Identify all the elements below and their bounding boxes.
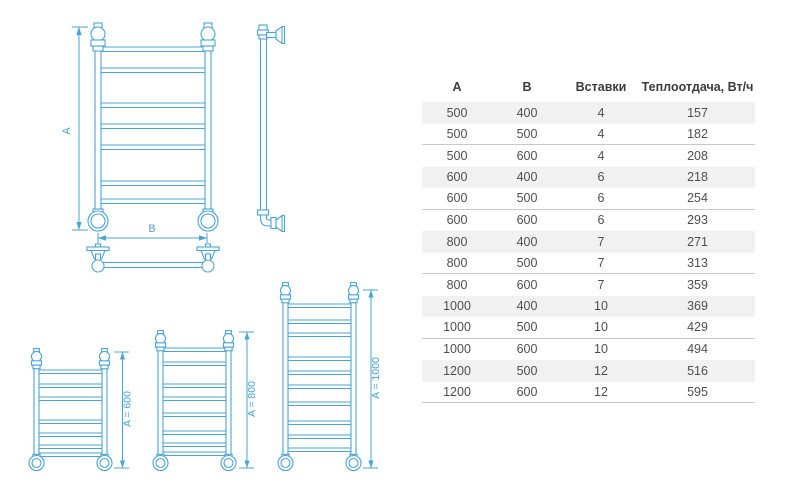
spec-table: А В Вставки Теплоотдача, Вт/ч 500 400 4 157… <box>422 72 755 403</box>
table-cell: 10 <box>594 342 608 357</box>
table-cell: 600 <box>516 277 538 292</box>
front-view-drawing <box>87 22 219 232</box>
table-cell: 800 <box>446 277 468 292</box>
table-row: 1000 600 10 494 <box>422 339 755 361</box>
column-header-heat-output: Теплоотдача, Вт/ч <box>641 80 754 94</box>
table-row: 500 400 4 157 <box>422 102 755 124</box>
table-cell: 208 <box>687 148 708 163</box>
table-cell: 254 <box>687 191 708 206</box>
dimension-a600: A = 600 <box>114 351 134 469</box>
spec-table-header: А В Вставки Теплоотдача, Вт/ч <box>422 72 755 102</box>
table-cell: 10 <box>594 320 608 335</box>
table-cell: 7 <box>597 234 605 249</box>
table-cell: 600 <box>516 384 538 399</box>
table-cell: 516 <box>687 363 708 378</box>
table-cell: 500 <box>516 191 538 206</box>
column-header-inserts: Вставки <box>575 80 627 94</box>
table-cell: 7 <box>597 277 605 292</box>
dimension-a1000: A = 1000 <box>363 289 382 469</box>
table-cell: 6 <box>597 213 605 228</box>
table-row: 1200 500 12 516 <box>422 360 755 382</box>
table-cell: 600 <box>446 191 468 206</box>
table-cell: 500 <box>516 126 538 141</box>
table-cell: 494 <box>687 342 708 357</box>
table-cell: 1000 <box>443 299 471 314</box>
table-cell: 500 <box>446 105 468 120</box>
table-row: 1000 400 10 369 <box>422 295 755 317</box>
table-cell: 400 <box>516 234 538 249</box>
table-row: 800 600 7 359 <box>422 274 755 296</box>
table-cell: 595 <box>687 384 708 399</box>
table-cell: 4 <box>597 148 605 163</box>
table-cell: 600 <box>516 342 538 357</box>
table-row: 800 500 7 313 <box>422 253 755 274</box>
rail-600-drawing <box>28 348 113 472</box>
table-row: 600 400 6 218 <box>422 166 755 188</box>
table-cell: 6 <box>597 170 605 185</box>
table-cell: 369 <box>687 299 708 314</box>
table-cell: 429 <box>687 320 708 335</box>
table-cell: 500 <box>446 126 468 141</box>
table-cell: 400 <box>516 299 538 314</box>
table-cell: 600 <box>446 213 468 228</box>
table-cell: 400 <box>516 105 538 120</box>
dim-b-label: B <box>148 223 155 235</box>
column-header-a: А <box>452 80 462 94</box>
table-cell: 12 <box>594 384 608 399</box>
table-cell: 400 <box>516 170 538 185</box>
dimension-a800: A = 800 <box>239 331 258 469</box>
table-row: 600 600 6 293 <box>422 210 755 232</box>
table-row: 500 600 4 208 <box>422 145 755 167</box>
dimension-a: A <box>61 26 88 231</box>
table-cell: 10 <box>594 299 608 314</box>
rail-800-drawing <box>152 330 237 472</box>
table-cell: 293 <box>687 213 708 228</box>
table-cell: 4 <box>597 126 605 141</box>
table-cell: 6 <box>597 191 605 206</box>
table-cell: 271 <box>687 234 708 249</box>
dim-a-label: A <box>61 127 73 135</box>
table-row: 500 500 4 182 <box>422 124 755 145</box>
table-cell: 157 <box>687 105 708 120</box>
dimension-b: B <box>97 223 208 243</box>
table-row: 800 400 7 271 <box>422 231 755 253</box>
table-cell: 1200 <box>443 363 471 378</box>
table-cell: 600 <box>516 213 538 228</box>
table-cell: 313 <box>687 255 708 270</box>
table-cell: 600 <box>446 170 468 185</box>
table-cell: 500 <box>516 363 538 378</box>
table-row: 1200 600 12 595 <box>422 382 755 403</box>
spec-table-body: 500 400 4 157 500 500 4 182 500 600 4 208 600 400 6 218… <box>422 102 755 403</box>
column-header-b: В <box>522 80 532 94</box>
technical-drawings: A B <box>28 22 382 472</box>
table-cell: 12 <box>594 363 608 378</box>
side-view-drawing <box>256 24 286 233</box>
table-cell: 500 <box>516 320 538 335</box>
table-cell: 1000 <box>443 320 471 335</box>
table-cell: 500 <box>446 148 468 163</box>
table-cell: 600 <box>516 148 538 163</box>
table-cell: 7 <box>597 255 605 270</box>
variant-600-label: A = 600 <box>122 391 134 427</box>
table-cell: 4 <box>597 105 605 120</box>
table-cell: 800 <box>446 255 468 270</box>
table-cell: 500 <box>516 255 538 270</box>
table-cell: 1200 <box>443 384 471 399</box>
table-cell: 359 <box>687 277 708 292</box>
table-row: 1000 500 10 429 <box>422 317 755 339</box>
top-view-drawing <box>86 243 220 273</box>
variant-800-label: A = 800 <box>246 381 258 417</box>
table-cell: 800 <box>446 234 468 249</box>
rail-1000-drawing <box>277 282 362 472</box>
table-cell: 182 <box>687 126 708 141</box>
table-cell: 218 <box>687 170 708 185</box>
variant-1000-label: A = 1000 <box>370 357 382 399</box>
table-cell: 1000 <box>443 342 471 357</box>
table-row: 600 500 6 254 <box>422 188 755 210</box>
